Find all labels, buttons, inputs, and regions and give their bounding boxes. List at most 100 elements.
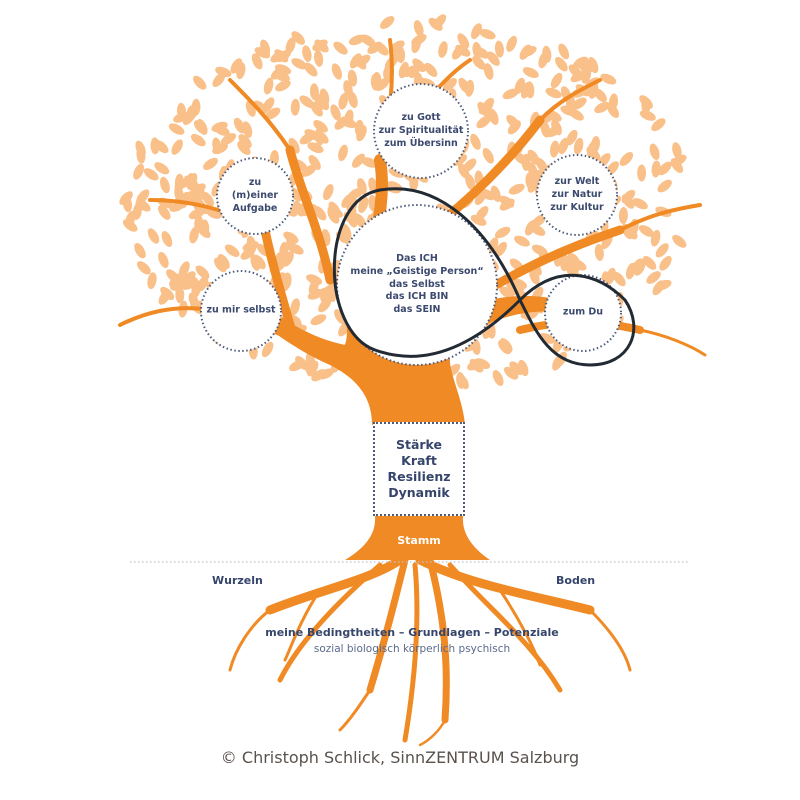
bubble-line: zur Welt <box>554 175 600 187</box>
leaf <box>159 176 170 194</box>
leaf <box>451 44 465 60</box>
leaf <box>649 143 660 161</box>
leaf <box>195 265 210 279</box>
leaf <box>571 97 587 110</box>
leaf <box>606 103 620 118</box>
leaf <box>354 119 364 137</box>
root <box>277 562 383 683</box>
root <box>283 588 322 662</box>
leaf <box>161 231 173 247</box>
leaf <box>479 188 495 201</box>
bubble-circle <box>544 274 622 352</box>
bubble-line: zur Spiritualität <box>378 124 464 136</box>
leaf <box>238 134 252 149</box>
leaf <box>403 65 419 78</box>
leaf <box>540 120 551 138</box>
bubble-line: Das ICH <box>396 252 438 264</box>
leaf <box>487 237 499 254</box>
leaf <box>302 45 312 63</box>
leaf <box>331 63 343 80</box>
root <box>498 588 542 667</box>
leaf <box>642 255 657 270</box>
leaf <box>618 207 628 224</box>
leaf <box>521 153 531 171</box>
leaf <box>655 243 669 258</box>
bubble-line: zur Natur <box>551 188 603 200</box>
trunk-quality: Kraft <box>401 452 437 468</box>
leaf <box>308 155 321 170</box>
leaf <box>520 45 537 57</box>
leaf <box>215 66 232 78</box>
leaf <box>135 199 151 212</box>
leaf <box>531 244 548 256</box>
leaf <box>168 123 185 135</box>
leaf <box>508 183 525 195</box>
leaf <box>290 298 300 315</box>
soil-label: Boden <box>556 574 596 587</box>
leaf <box>184 175 199 189</box>
leaf <box>438 41 448 58</box>
leaf <box>451 154 468 167</box>
leaf <box>193 75 207 90</box>
leaf <box>494 40 504 58</box>
leaf <box>672 142 682 159</box>
leaf <box>230 58 243 74</box>
leaf <box>314 128 324 146</box>
leaf <box>147 228 160 244</box>
leaf <box>470 133 481 150</box>
bubble-circle <box>200 270 282 352</box>
leaf <box>478 101 494 115</box>
leaf <box>479 29 496 40</box>
bubble-you: zum Du <box>563 307 603 320</box>
leaf <box>358 196 369 213</box>
leaf <box>488 108 499 125</box>
twig <box>618 203 702 232</box>
leaf <box>263 77 274 95</box>
leaf <box>637 164 647 182</box>
bubble-line: das ICH BIN <box>385 291 449 303</box>
bubble-myself: zu mir selbst <box>206 305 275 318</box>
leaf <box>409 173 419 191</box>
trunk-quality: Dynamik <box>388 485 450 501</box>
leaf <box>242 121 253 138</box>
leaf <box>291 31 305 45</box>
root <box>426 556 450 724</box>
bubble-line: zur Kultur <box>550 201 604 213</box>
leaf <box>586 146 601 161</box>
leaf <box>503 366 519 380</box>
leaf <box>250 254 261 271</box>
leaf <box>338 92 349 110</box>
leaf <box>632 198 648 210</box>
leaf <box>314 93 325 110</box>
leaf <box>476 115 491 129</box>
leaf <box>558 137 569 155</box>
leaf <box>458 77 470 94</box>
leaf <box>175 286 185 304</box>
leaf <box>567 252 581 268</box>
leaf <box>261 341 274 358</box>
leaf <box>217 254 230 269</box>
infinity-loop <box>332 187 636 367</box>
twig <box>228 78 292 152</box>
bubble-line: zum Übersinn <box>384 137 458 149</box>
leaf <box>186 105 196 122</box>
branch-left-mid <box>260 225 295 330</box>
leaf <box>290 98 300 116</box>
leaf <box>190 183 206 195</box>
leaf <box>327 206 343 218</box>
bubble-god: zu Gott zur Spiritualität zum Übersinn <box>379 112 464 150</box>
leaf <box>310 314 327 326</box>
leaf <box>545 87 562 99</box>
leaf <box>507 120 521 135</box>
leaf <box>133 163 145 180</box>
leaf <box>353 213 367 229</box>
leaf <box>573 56 589 69</box>
leaf <box>265 107 281 120</box>
leaf <box>307 142 324 154</box>
leaf <box>518 359 529 377</box>
leaf <box>242 241 259 252</box>
trunk-quality: Resilienz <box>387 469 451 484</box>
leaf <box>375 77 390 91</box>
leaf <box>413 20 424 37</box>
